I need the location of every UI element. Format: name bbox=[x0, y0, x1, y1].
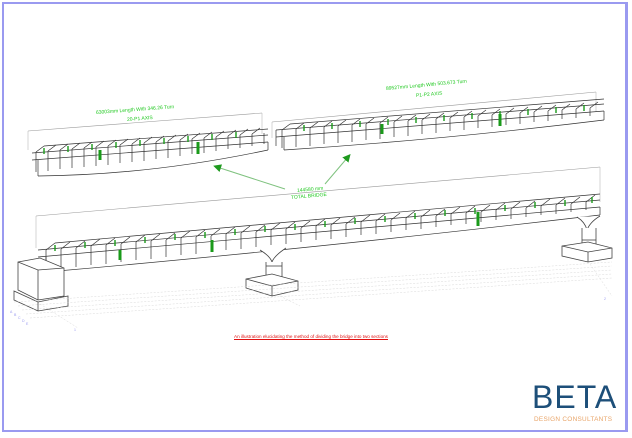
svg-text:E: E bbox=[26, 322, 29, 326]
grid-markers: A B C D E 1 2 bbox=[10, 297, 606, 332]
right-pier bbox=[561, 215, 613, 263]
figure-caption: An illustration elucidating the method o… bbox=[234, 334, 388, 339]
segment-left-dimension-line bbox=[27, 112, 263, 150]
svg-text:C: C bbox=[18, 316, 21, 320]
company-logo: BETA DESIGN CONSULTANTS bbox=[532, 380, 628, 430]
full-bridge-highlights bbox=[54, 197, 593, 260]
total-dimension-line bbox=[35, 166, 601, 248]
svg-text:D: D bbox=[22, 319, 25, 323]
segment-right-girder bbox=[275, 98, 605, 151]
division-arrows bbox=[213, 153, 351, 190]
svg-text:2: 2 bbox=[604, 297, 606, 301]
svg-text:A: A bbox=[10, 310, 13, 314]
svg-text:B: B bbox=[14, 313, 17, 317]
drawing-frame bbox=[2, 2, 628, 432]
svg-text:1: 1 bbox=[74, 328, 76, 332]
segment-right-highlights bbox=[303, 105, 585, 134]
segment-left-highlights bbox=[43, 132, 237, 160]
full-bridge-girder bbox=[37, 193, 601, 273]
segment-left-girder bbox=[31, 127, 269, 177]
segment-right-dimension-line bbox=[271, 91, 597, 138]
logo-wordmark: BETA bbox=[532, 379, 618, 415]
ground-grid bbox=[13, 261, 613, 329]
logo-subtitle: DESIGN CONSULTANTS bbox=[534, 416, 613, 423]
middle-pier bbox=[245, 247, 299, 297]
left-abutment bbox=[13, 257, 69, 312]
